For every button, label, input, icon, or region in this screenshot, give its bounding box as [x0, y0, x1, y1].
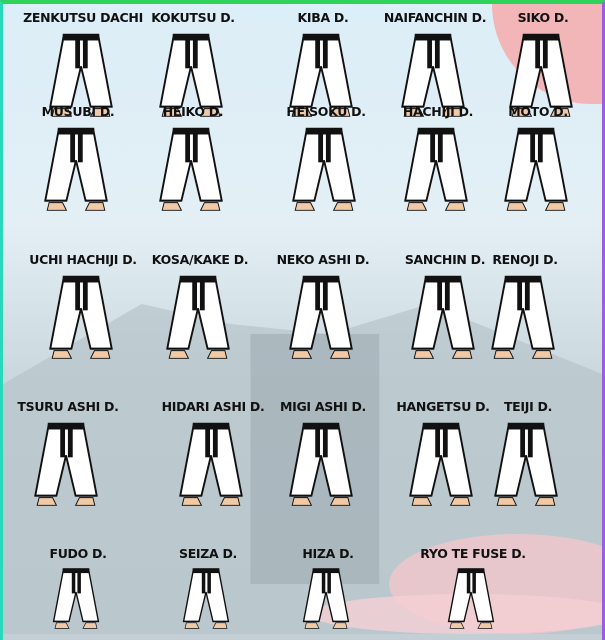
- stance-label: HEISOKU D.: [286, 104, 366, 119]
- stance-figure: [273, 417, 369, 513]
- stance-figure: [150, 270, 246, 366]
- stance-figure: [423, 564, 519, 634]
- stance-label: KIBA D.: [297, 10, 349, 25]
- stance-figure: [273, 270, 369, 366]
- stance-figure: [475, 270, 571, 366]
- stance-figure: [488, 122, 584, 218]
- stance-figure: [28, 122, 124, 218]
- stance-label: KOSA/KAKE D.: [151, 252, 249, 267]
- stance-label: KOKUTSU D.: [151, 10, 235, 25]
- stance-label: MUSUBI D.: [41, 104, 115, 119]
- stance-label: NEKO ASHI D.: [276, 252, 370, 267]
- stance-label: HANGETSU D.: [396, 399, 490, 414]
- stance-label: HIDARI ASHI D.: [161, 399, 265, 414]
- stance-figure: [33, 270, 129, 366]
- stance-label: TEIJI D.: [503, 399, 553, 414]
- stance-figure: [393, 417, 489, 513]
- stance-label: MOTO D.: [508, 104, 568, 119]
- stance-label: RYO TE FUSE D.: [420, 546, 526, 561]
- stance-figure: [388, 122, 484, 218]
- stance-label: UCHI HACHIJI D.: [29, 252, 137, 267]
- stance-figure: [276, 122, 372, 218]
- stance-label: HIZA D.: [302, 546, 354, 561]
- stance-figure: [28, 564, 124, 634]
- stance-label: SIKO D.: [517, 10, 569, 25]
- stance-label: FUDO D.: [49, 546, 107, 561]
- stance-figure: [278, 564, 374, 634]
- stance-label: TSURU ASHI D.: [17, 399, 119, 414]
- stance-figure: [163, 417, 259, 513]
- stance-figure: [478, 417, 574, 513]
- stance-label: HEIKO D.: [162, 104, 224, 119]
- stance-label: HACHIJI D.: [402, 104, 474, 119]
- stance-label: SEIZA D.: [178, 546, 238, 561]
- stance-figure: [143, 122, 239, 218]
- stance-figure: [158, 564, 254, 634]
- stance-label: SANCHIN D.: [404, 252, 486, 267]
- stance-figure: [18, 417, 114, 513]
- stance-label: NAIFANCHIN D.: [383, 10, 487, 25]
- stance-label: ZENKUTSU DACHI: [23, 10, 143, 25]
- stance-label: RENOJI D.: [492, 252, 558, 267]
- stance-label: MIGI ASHI D.: [279, 399, 367, 414]
